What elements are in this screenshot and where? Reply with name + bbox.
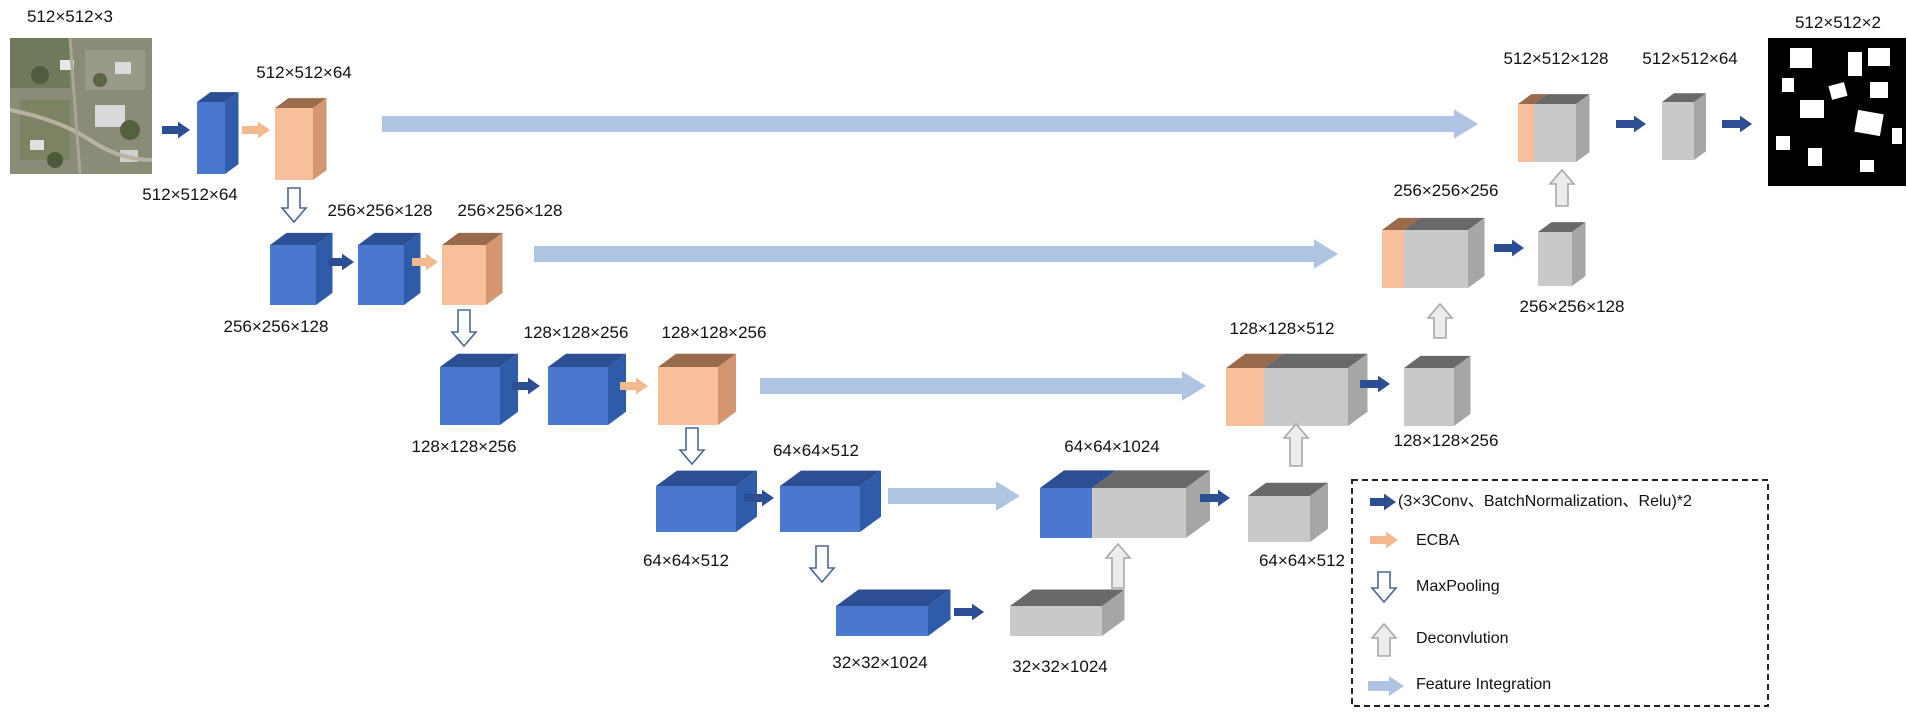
conv-arrow-dec3 xyxy=(1360,375,1390,393)
enc3-conv-block-b xyxy=(548,353,626,425)
conv-arrow-enc3 xyxy=(512,377,540,395)
label-bottleneck-up: 32×32×1024 xyxy=(1012,657,1108,676)
enc2-conv-block-a xyxy=(270,232,333,305)
legend-conv-label: (3×3Conv、BatchNormalization、Relu)*2 xyxy=(1398,493,1692,510)
legend-feature-icon xyxy=(1368,676,1404,696)
conv-arrow-enc2 xyxy=(328,253,354,271)
legend-ecba-label: ECBA xyxy=(1416,532,1460,549)
feature-arrow-level1 xyxy=(382,109,1478,139)
dimension-labels: 512×512×3 512×512×64 512×512×64 256×256×… xyxy=(27,7,1881,676)
label-enc2-ecba: 256×256×128 xyxy=(458,201,563,220)
enc2-ecba-block xyxy=(442,232,503,305)
dec3-conv-block xyxy=(1404,355,1471,426)
conv-arrow-enc4 xyxy=(744,489,774,507)
enc3-conv-block-a xyxy=(440,353,518,425)
legend-icons xyxy=(1368,493,1404,696)
feature-integration-arrows xyxy=(382,109,1478,511)
conv-arrow-dec2 xyxy=(1494,239,1524,257)
label-dec1-concat: 512×512×128 xyxy=(1504,49,1609,68)
label-enc3-conv-a: 128×128×256 xyxy=(412,437,517,456)
conv-arrow-bottleneck xyxy=(954,603,984,621)
legend-deconv-icon xyxy=(1370,622,1398,657)
ecba-arrow-enc2 xyxy=(412,253,438,271)
dec2-concat-block xyxy=(1382,217,1485,288)
feature-arrow-level4 xyxy=(888,481,1020,511)
dec4-conv-block xyxy=(1248,482,1328,542)
deconv-arrow-1 xyxy=(1104,542,1132,589)
deconv-arrow-4 xyxy=(1548,168,1576,207)
enc1-ecba-block xyxy=(275,98,327,180)
label-dec3-concat: 128×128×512 xyxy=(1230,319,1335,338)
dec1-conv-block xyxy=(1662,93,1706,160)
enc1-conv-block xyxy=(197,92,239,174)
label-enc3-conv-b: 128×128×256 xyxy=(524,323,629,342)
output-segmentation-mask xyxy=(1768,38,1906,186)
label-dec2-concat: 256×256×256 xyxy=(1394,181,1499,200)
label-enc1-ecba: 512×512×64 xyxy=(256,63,352,82)
label-enc4-conv-a: 64×64×512 xyxy=(643,551,729,570)
dec4-concat-block xyxy=(1040,470,1210,538)
label-enc1-conv: 512×512×64 xyxy=(142,185,238,204)
label-dec1-conv: 512×512×64 xyxy=(1642,49,1738,68)
enc3-ecba-block xyxy=(658,353,736,425)
maxpool-arrow-3 xyxy=(678,427,706,466)
dec1-concat-block xyxy=(1518,94,1590,162)
enc4-conv-block-b xyxy=(780,470,881,532)
deconv-arrow-3 xyxy=(1426,302,1454,339)
conv-arrow-output xyxy=(1722,115,1752,133)
label-dec4-concat: 64×64×1024 xyxy=(1064,437,1160,456)
label-enc2-conv-b: 256×256×128 xyxy=(328,201,433,220)
maxpool-arrow-2 xyxy=(450,309,478,348)
conv-arrow-dec4 xyxy=(1200,489,1230,507)
legend-feature-label: Feature Integration xyxy=(1416,676,1551,693)
feature-map-blocks xyxy=(197,92,1706,636)
label-input: 512×512×3 xyxy=(27,7,113,26)
enc4-conv-block-a xyxy=(656,470,757,532)
legend-maxpool-label: MaxPooling xyxy=(1416,578,1500,595)
dec2-conv-block xyxy=(1538,222,1586,286)
legend-maxpool-icon xyxy=(1370,571,1398,604)
conv-arrow-input xyxy=(162,121,190,139)
enc2-conv-block-b xyxy=(358,232,421,305)
label-dec3-conv: 128×128×256 xyxy=(1394,431,1499,450)
label-enc2-conv-a: 256×256×128 xyxy=(224,317,329,336)
label-enc3-ecba: 128×128×256 xyxy=(662,323,767,342)
ecba-arrow-enc1 xyxy=(242,121,270,139)
label-bottleneck: 32×32×1024 xyxy=(832,653,928,672)
legend: (3×3Conv、BatchNormalization、Relu)*2 ECBA… xyxy=(1351,479,1769,707)
dec3-concat-block xyxy=(1226,353,1368,426)
label-dec4-conv: 64×64×512 xyxy=(1259,551,1345,570)
bottleneck-up-block xyxy=(1010,589,1125,636)
ecba-arrow-enc3 xyxy=(620,377,648,395)
maxpool-arrow-1 xyxy=(280,187,308,224)
label-output: 512×512×2 xyxy=(1795,13,1881,32)
bottleneck-conv-block xyxy=(836,589,951,636)
legend-border xyxy=(1351,479,1769,707)
feature-arrow-level2 xyxy=(534,239,1338,269)
label-enc4-conv-b: 64×64×512 xyxy=(773,441,859,460)
flow-arrows xyxy=(162,115,1752,621)
input-aerial-image xyxy=(9,37,153,175)
feature-arrow-level3 xyxy=(760,371,1206,401)
conv-arrow-dec1 xyxy=(1616,115,1646,133)
legend-deconv-label: Deconvlution xyxy=(1416,630,1509,647)
legend-conv-icon xyxy=(1370,493,1396,511)
deconv-arrow-2 xyxy=(1282,422,1310,467)
label-dec2-conv: 256×256×128 xyxy=(1520,297,1625,316)
legend-ecba-icon xyxy=(1370,531,1398,549)
maxpool-arrow-4 xyxy=(808,545,836,584)
